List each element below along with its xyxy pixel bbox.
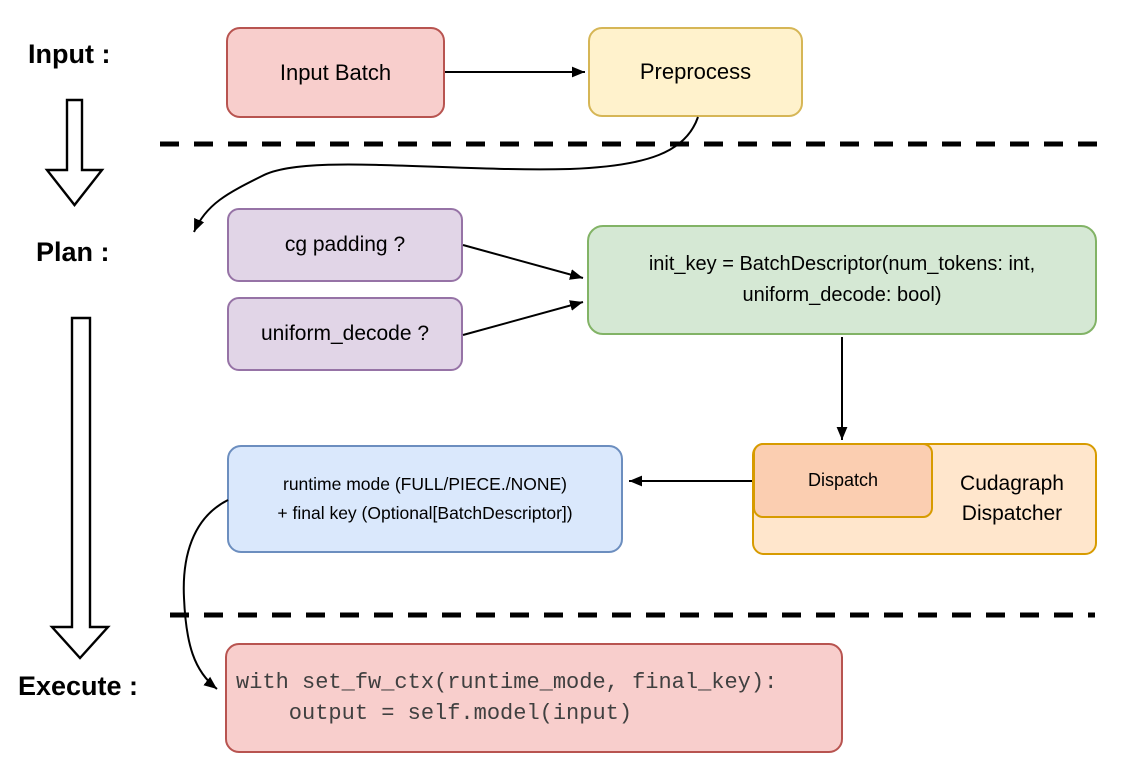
down-arrow-icon-input bbox=[44, 98, 105, 207]
stage-label-execute: Execute : bbox=[18, 671, 139, 701]
flow-node-input-batch: Input Batch bbox=[226, 27, 445, 118]
down-arrow-icon-plan bbox=[49, 316, 111, 660]
flow-node-preprocess: Preprocess bbox=[588, 27, 803, 117]
cudagraph-dispatcher-label: Cudagraph Dispatcher bbox=[960, 471, 1064, 525]
flow-node-init-key: init_key = BatchDescriptor(num_tokens: i… bbox=[587, 225, 1097, 335]
flow-node-uniform-decode: uniform_decode ? bbox=[227, 297, 463, 371]
arrow-uniform-decode-to-init-key bbox=[462, 300, 584, 336]
flow-node-cg-padding: cg padding ? bbox=[227, 208, 463, 282]
flow-node-runtime-mode-result: runtime mode (FULL/PIECE./NONE) + final … bbox=[227, 445, 623, 553]
flow-node-execute-code: with set_fw_ctx(runtime_mode, final_key)… bbox=[225, 643, 843, 753]
flow-node-dispatch: Dispatch bbox=[753, 443, 933, 518]
stage-label-input: Input : bbox=[28, 39, 111, 69]
stage-label-plan: Plan : bbox=[36, 237, 110, 267]
arrow-runtime-mode-to-execute-code bbox=[182, 499, 229, 690]
arrow-cg-padding-to-init-key bbox=[462, 244, 584, 280]
